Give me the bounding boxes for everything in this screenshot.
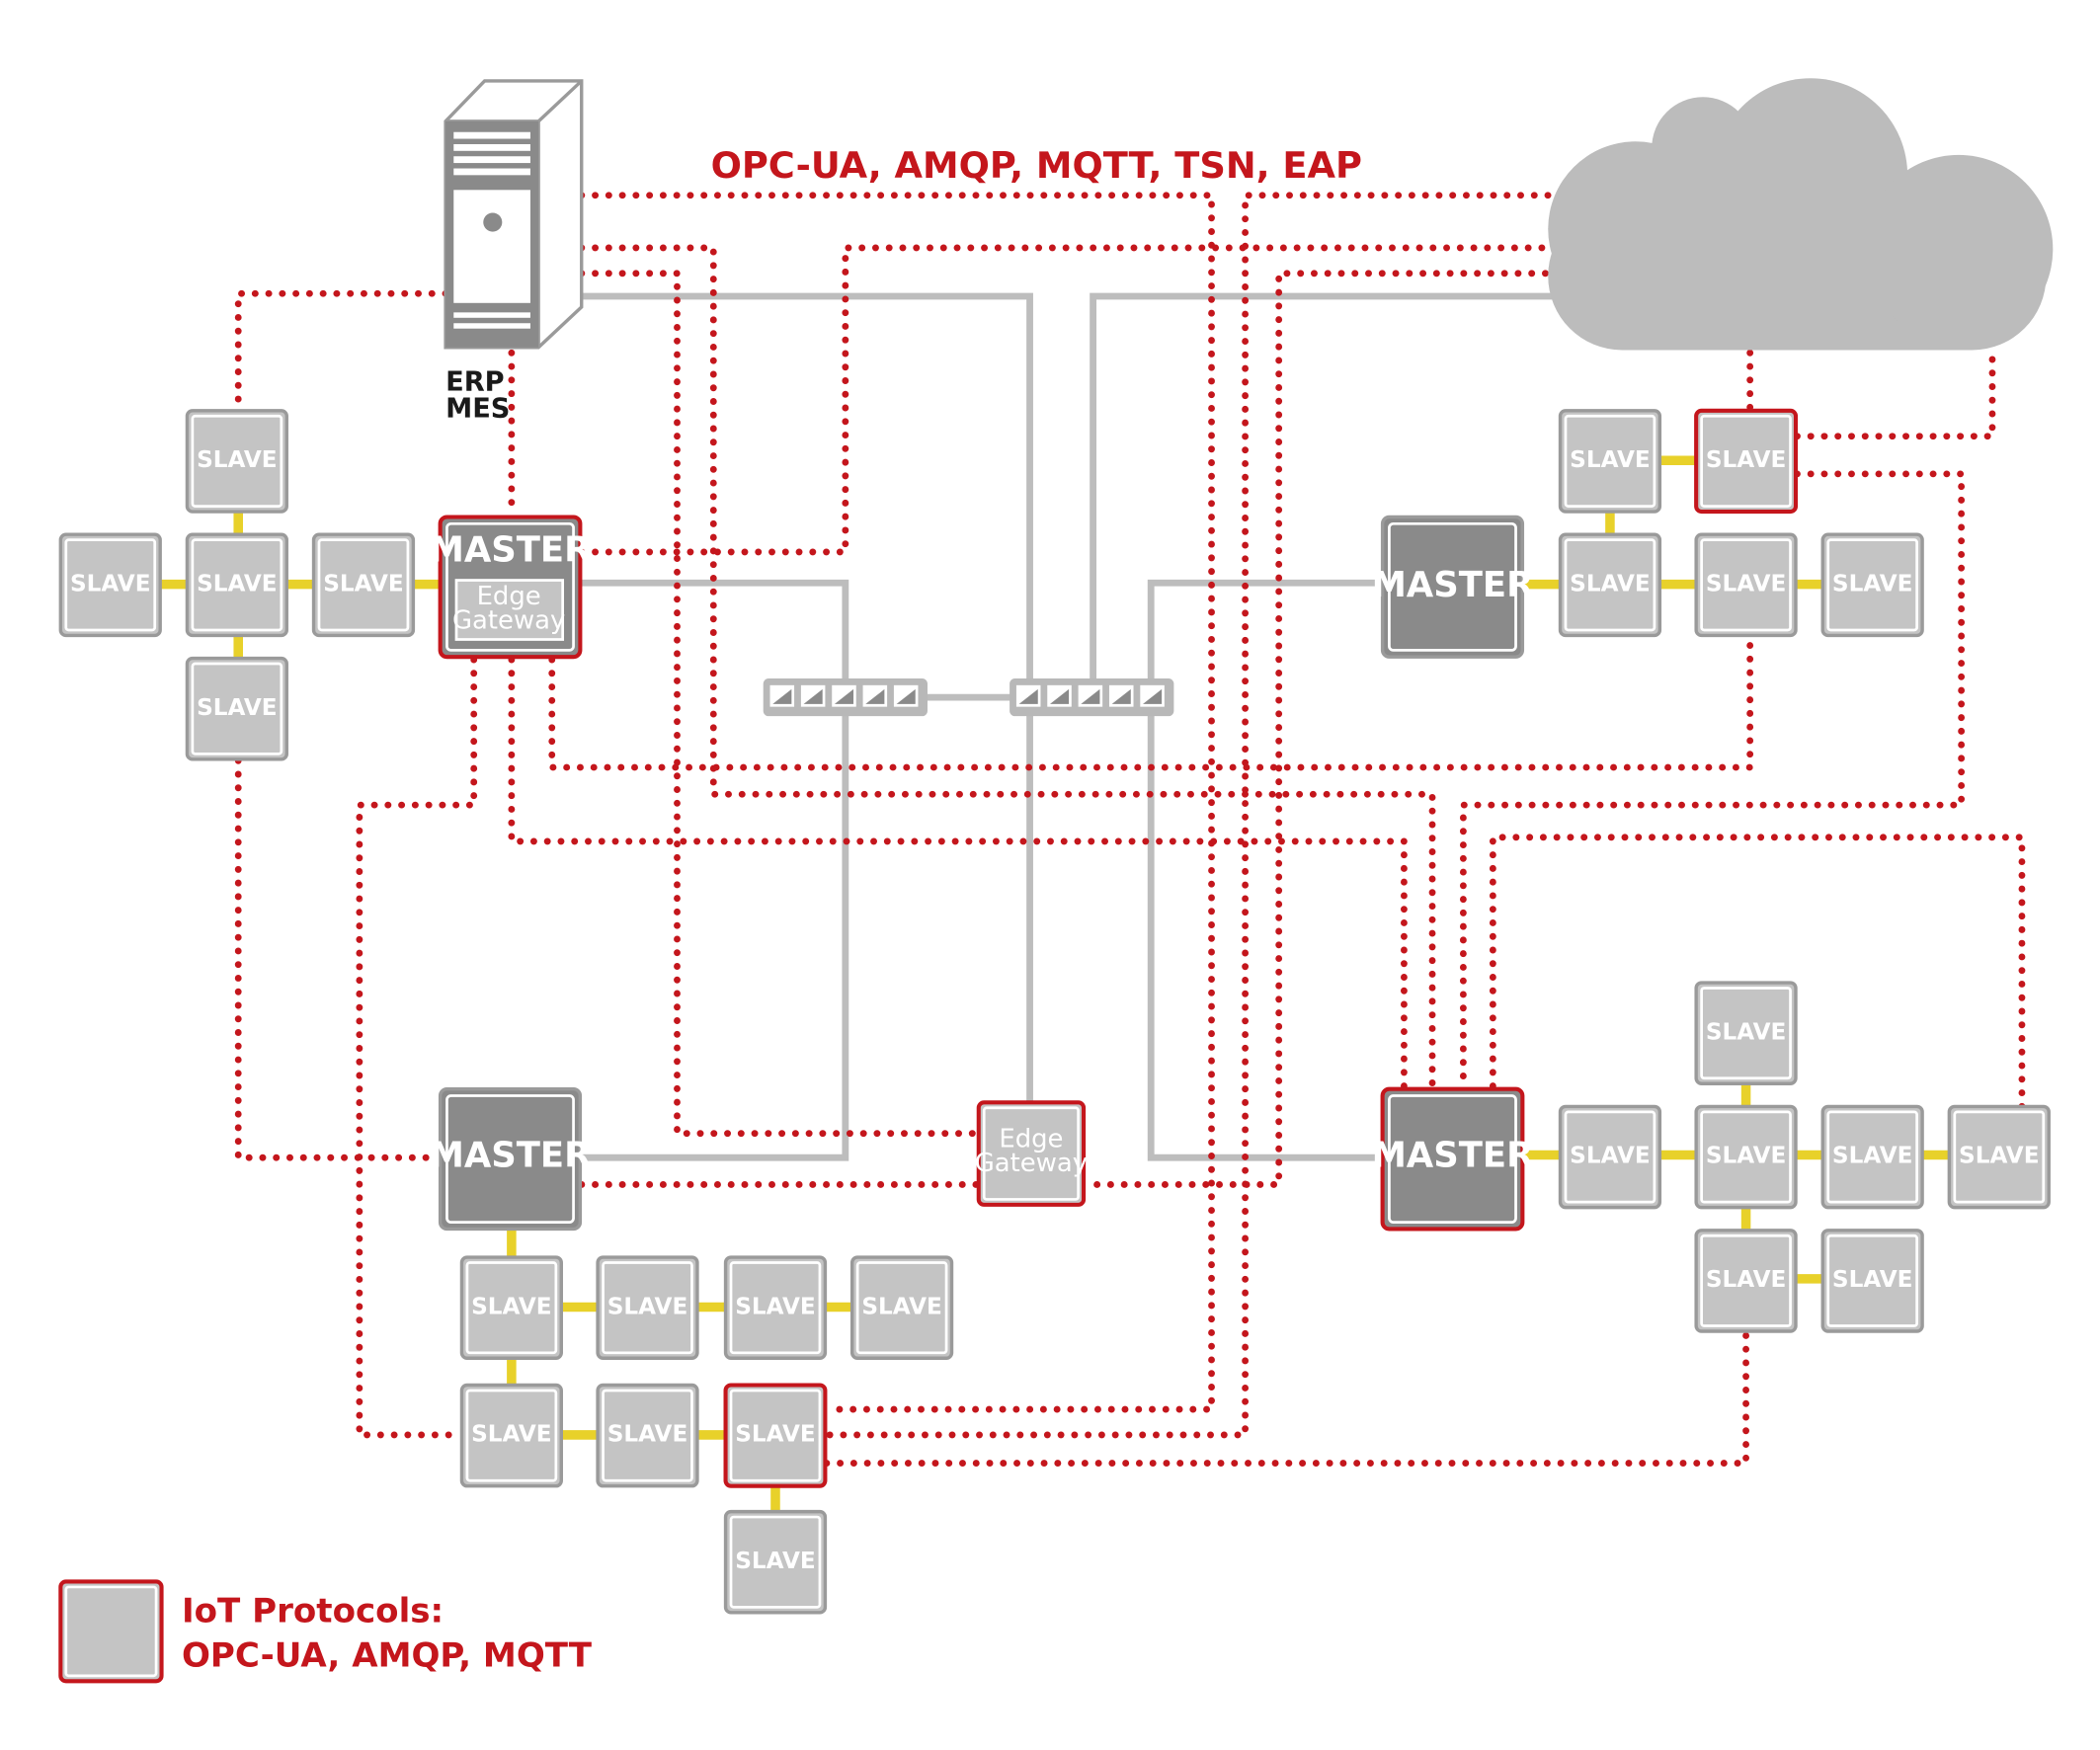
slave-label: SLAVE (1570, 447, 1651, 473)
slave-node: SLAVE (459, 1255, 563, 1360)
slave-node: SLAVE (1694, 408, 1799, 515)
slave-label: SLAVE (197, 447, 278, 473)
slave-node: SLAVE (1820, 532, 1924, 638)
slave-node: SLAVE (596, 1383, 699, 1488)
edge-gateway-label: Gateway (975, 1149, 1088, 1178)
ethernet-links (581, 292, 1562, 1161)
slave-label: SLAVE (735, 1422, 816, 1448)
iot-protocol-links (234, 192, 2026, 1467)
slave-nodes: SLAVE SLAVE SLAVE SLAVE SLAVE SLAVE SLAVE SLAVE… (58, 408, 2051, 1615)
slave-node: SLAVE (58, 532, 162, 638)
slave-node: SLAVE (723, 1383, 828, 1488)
slave-label: SLAVE (197, 695, 278, 721)
slave-node: SLAVE (1558, 1104, 1662, 1210)
master-label: MASTER (1372, 1136, 1534, 1176)
master-node: MASTER (1372, 1086, 1534, 1232)
slave-node: SLAVE (185, 409, 288, 514)
slave-label: SLAVE (1570, 1144, 1651, 1169)
slave-label: SLAVE (471, 1294, 552, 1319)
slave-label: SLAVE (1959, 1144, 2040, 1169)
slave-label: SLAVE (70, 571, 151, 597)
slave-label: SLAVE (1706, 447, 1787, 473)
slave-label: SLAVE (323, 571, 404, 597)
slave-node: SLAVE (1694, 1229, 1798, 1333)
slave-node: SLAVE (1694, 532, 1798, 638)
slave-node: SLAVE (1558, 532, 1662, 638)
slave-node: SLAVE (596, 1255, 699, 1360)
legend-line2: OPC-UA, AMQP, MQTT (182, 1635, 593, 1675)
slave-label: SLAVE (1832, 1144, 1913, 1169)
slave-label: SLAVE (1832, 1267, 1913, 1293)
slave-node: SLAVE (1694, 981, 1798, 1085)
slave-label: SLAVE (607, 1422, 688, 1448)
master-node: MASTER (430, 1086, 592, 1232)
slave-node: SLAVE (1947, 1104, 2051, 1210)
cloud-icon (1548, 78, 2054, 351)
slave-label: SLAVE (1570, 571, 1651, 597)
slave-node: SLAVE (723, 1255, 828, 1360)
server-icon (444, 79, 584, 350)
fieldbus-links (160, 455, 1950, 1512)
master-label: MASTER (430, 1136, 592, 1176)
slave-node: SLAVE (723, 1509, 828, 1615)
slave-node: SLAVE (849, 1255, 954, 1360)
slave-node: SLAVE (1820, 1104, 1924, 1210)
slave-node: SLAVE (1820, 1229, 1924, 1333)
slave-label: SLAVE (471, 1422, 552, 1448)
slave-node: SLAVE (185, 532, 288, 638)
master-node: MASTER (1372, 515, 1534, 659)
slave-node: SLAVE (1558, 409, 1662, 514)
edge-gateway-label: Gateway (452, 606, 565, 636)
legend-line1: IoT Protocols: (182, 1591, 444, 1631)
slave-label: SLAVE (735, 1294, 816, 1319)
master-label: MASTER (430, 529, 592, 570)
mes-label: MES (445, 394, 510, 425)
slave-label: SLAVE (1706, 1144, 1787, 1169)
slave-label: SLAVE (861, 1294, 942, 1319)
slave-label: SLAVE (1706, 1267, 1787, 1293)
slave-label: SLAVE (1706, 1019, 1787, 1045)
edge-gateway-label: Edge (477, 582, 541, 611)
slave-label: SLAVE (1706, 571, 1787, 597)
erp-label: ERP (445, 366, 505, 397)
network-switch-icon (1010, 678, 1174, 717)
legend-swatch (58, 1579, 164, 1684)
slave-node: SLAVE (1694, 1104, 1798, 1210)
edge-gateway-label: Edge (999, 1124, 1063, 1153)
master-node: MASTER Edge Gateway (430, 515, 592, 660)
protocols-title: OPC-UA, AMQP, MQTT, TSN, EAP (711, 144, 1362, 187)
legend: IoT Protocols: OPC-UA, AMQP, MQTT (58, 1579, 593, 1684)
slave-node: SLAVE (185, 656, 288, 761)
slave-label: SLAVE (607, 1294, 688, 1319)
slave-node: SLAVE (459, 1383, 563, 1488)
edge-gateway-node: Edge Gateway (975, 1100, 1088, 1207)
slave-label: SLAVE (1832, 571, 1913, 597)
slave-label: SLAVE (735, 1549, 816, 1574)
master-label: MASTER (1372, 565, 1534, 605)
slave-node: SLAVE (311, 532, 416, 638)
network-switch-icon (763, 678, 928, 717)
slave-label: SLAVE (197, 571, 278, 597)
